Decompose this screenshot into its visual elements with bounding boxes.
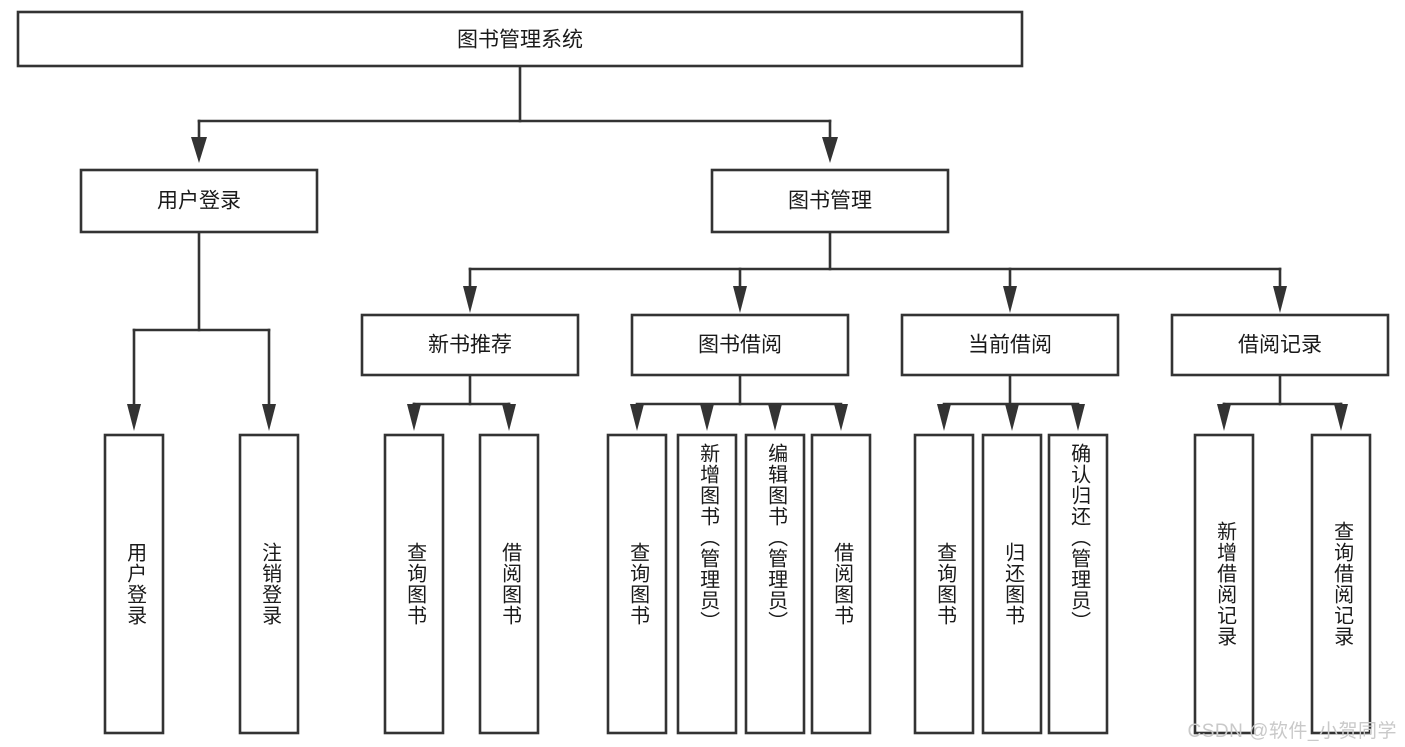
node-login-box[interactable] bbox=[79, 168, 319, 234]
arrow-login-to-leaf-1 bbox=[127, 404, 141, 431]
node-root-label: 图书管理系统 bbox=[457, 29, 583, 52]
node-borrow[interactable]: 图书借阅 bbox=[630, 313, 850, 377]
arrow-borrow-to-leaf-7 bbox=[768, 404, 782, 431]
arrow-newbook-to-leaf-3 bbox=[407, 404, 421, 431]
node-leaf-3-box[interactable] bbox=[383, 433, 445, 735]
node-bookmgmt-box[interactable] bbox=[710, 168, 950, 234]
arrow-root-to-bookmgmt bbox=[822, 137, 838, 163]
node-leaf-13-box[interactable] bbox=[1310, 433, 1372, 735]
node-records-box[interactable] bbox=[1170, 313, 1390, 377]
node-leaf-11-box[interactable] bbox=[1047, 433, 1109, 735]
node-leaf-4-box[interactable] bbox=[478, 433, 540, 735]
node-borrow-label: 图书借阅 bbox=[698, 334, 782, 357]
node-current-label: 当前借阅 bbox=[968, 334, 1052, 357]
node-bookmgmt-label: 图书管理 bbox=[788, 190, 872, 213]
node-leaf-7-box[interactable] bbox=[744, 433, 806, 735]
node-leaf-10-box[interactable] bbox=[981, 433, 1043, 735]
arrow-borrow-to-leaf-5 bbox=[630, 404, 644, 431]
node-newbook-box[interactable] bbox=[360, 313, 580, 377]
arrow-records-to-leaf-12 bbox=[1217, 404, 1231, 431]
node-leaf-8-box[interactable] bbox=[810, 433, 872, 735]
node-bookmgmt[interactable]: 图书管理 bbox=[710, 168, 950, 234]
node-newbook-label: 新书推荐 bbox=[428, 334, 512, 357]
arrow-current-to-leaf-11 bbox=[1071, 404, 1085, 431]
arrow-login-to-leaf-2 bbox=[262, 404, 276, 431]
node-records[interactable]: 借阅记录 bbox=[1170, 313, 1390, 377]
node-current-box[interactable] bbox=[900, 313, 1120, 377]
arrow-borrow-to-leaf-6 bbox=[700, 404, 714, 431]
arrow-bookmgmt-to-borrow bbox=[733, 286, 747, 313]
arrow-bookmgmt-to-newbook bbox=[463, 286, 477, 313]
arrow-newbook-to-leaf-4 bbox=[502, 404, 516, 431]
node-leaf-12-box[interactable] bbox=[1193, 433, 1255, 735]
arrow-bookmgmt-to-records bbox=[1273, 286, 1287, 313]
arrow-root-to-login bbox=[191, 137, 207, 163]
node-records-label: 借阅记录 bbox=[1238, 334, 1322, 357]
arrow-current-to-leaf-10 bbox=[1005, 404, 1019, 431]
node-leaf-6-box[interactable] bbox=[676, 433, 738, 735]
node-leaf-9-box[interactable] bbox=[913, 433, 975, 735]
node-borrow-box[interactable] bbox=[630, 313, 850, 377]
arrow-current-to-leaf-9 bbox=[937, 404, 951, 431]
node-root-box[interactable] bbox=[16, 10, 1024, 68]
node-leaf-2-box[interactable] bbox=[238, 433, 300, 735]
node-root[interactable]: 图书管理系统 bbox=[16, 10, 1024, 68]
node-leaf-5-box[interactable] bbox=[606, 433, 668, 735]
node-newbook[interactable]: 新书推荐 bbox=[360, 313, 580, 377]
arrow-records-to-leaf-13 bbox=[1334, 404, 1348, 431]
node-current[interactable]: 当前借阅 bbox=[900, 313, 1120, 377]
connector-layer bbox=[127, 64, 1348, 431]
leaf-box-layer bbox=[103, 433, 1372, 735]
watermark-text: CSDN @软件_小贺同学 bbox=[1187, 721, 1397, 742]
arrow-bookmgmt-to-current bbox=[1003, 286, 1017, 313]
node-login[interactable]: 用户登录 bbox=[79, 168, 319, 234]
node-login-label: 用户登录 bbox=[157, 190, 241, 213]
node-leaf-1-box[interactable] bbox=[103, 433, 165, 735]
arrow-borrow-to-leaf-8 bbox=[834, 404, 848, 431]
